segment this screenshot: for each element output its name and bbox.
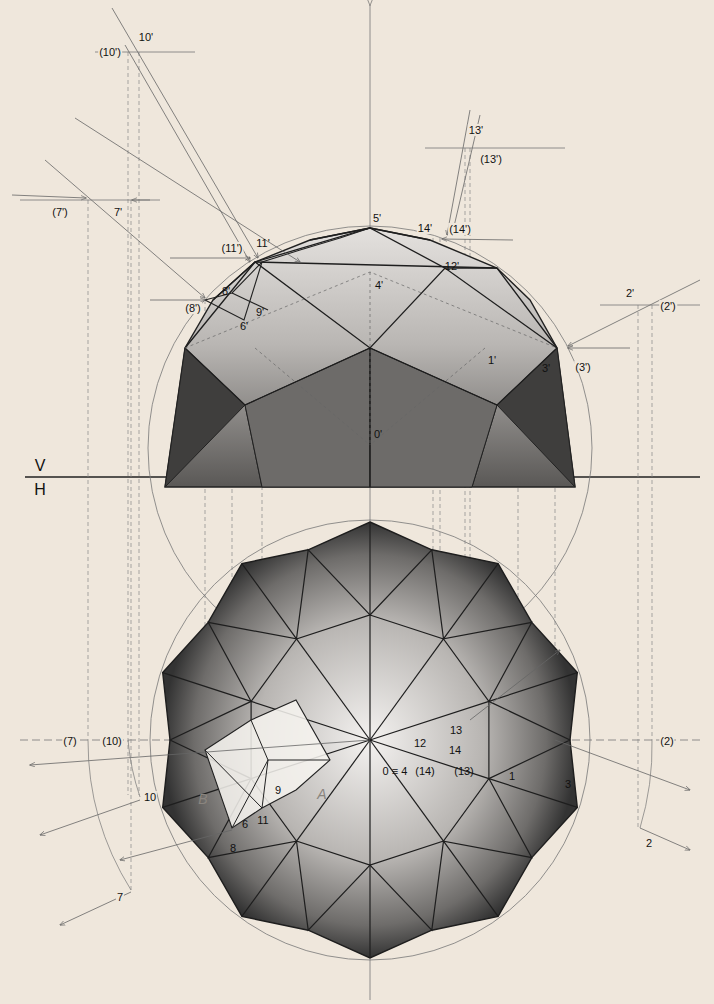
point-label: 14: [448, 744, 462, 756]
point-label: 10: [143, 791, 157, 803]
point-label: 12': [444, 260, 460, 272]
point-label: B: [197, 792, 208, 807]
point-label: 0': [373, 428, 383, 440]
point-label: 1': [487, 354, 497, 366]
point-label: 13: [449, 724, 463, 736]
point-label: (10): [101, 735, 123, 747]
point-label: 6: [241, 818, 249, 830]
point-label: (3'): [574, 361, 592, 373]
point-label: 2: [645, 837, 653, 849]
point-label: (13'): [479, 153, 503, 165]
point-label: 13': [468, 124, 484, 136]
point-label: (8'): [184, 302, 202, 314]
point-label: 14': [417, 222, 433, 234]
point-label: 4': [374, 279, 384, 291]
point-label: (7): [62, 735, 77, 747]
point-label: (11'): [221, 242, 244, 254]
point-label: (2'): [659, 300, 677, 312]
point-label: 0 ≡ 4: [382, 765, 409, 777]
point-label: (14'): [448, 223, 472, 235]
point-label: 5': [372, 212, 382, 224]
point-label: 11': [255, 237, 271, 249]
point-label: H: [33, 481, 47, 499]
point-label: (10'): [98, 46, 122, 58]
point-label: 9': [255, 306, 265, 318]
point-label: 8': [221, 285, 231, 297]
point-label: 3: [564, 778, 572, 790]
point-label: (13): [453, 765, 475, 777]
point-label: 9: [274, 784, 282, 796]
point-label: 8: [229, 842, 237, 854]
point-label: 2': [625, 287, 635, 299]
point-label: 1: [508, 770, 516, 782]
point-label: 7': [113, 206, 123, 218]
point-label: 10': [138, 31, 154, 43]
point-label: 3': [541, 362, 551, 374]
point-label: 12: [413, 737, 427, 749]
point-label: 7: [116, 891, 124, 903]
point-label: (2): [659, 735, 674, 747]
point-label: (14): [414, 765, 436, 777]
point-label: V: [34, 457, 47, 475]
point-label: A: [316, 787, 327, 802]
point-label: 6': [239, 320, 249, 332]
point-label: 11: [256, 814, 269, 826]
point-label: (7'): [51, 206, 69, 218]
